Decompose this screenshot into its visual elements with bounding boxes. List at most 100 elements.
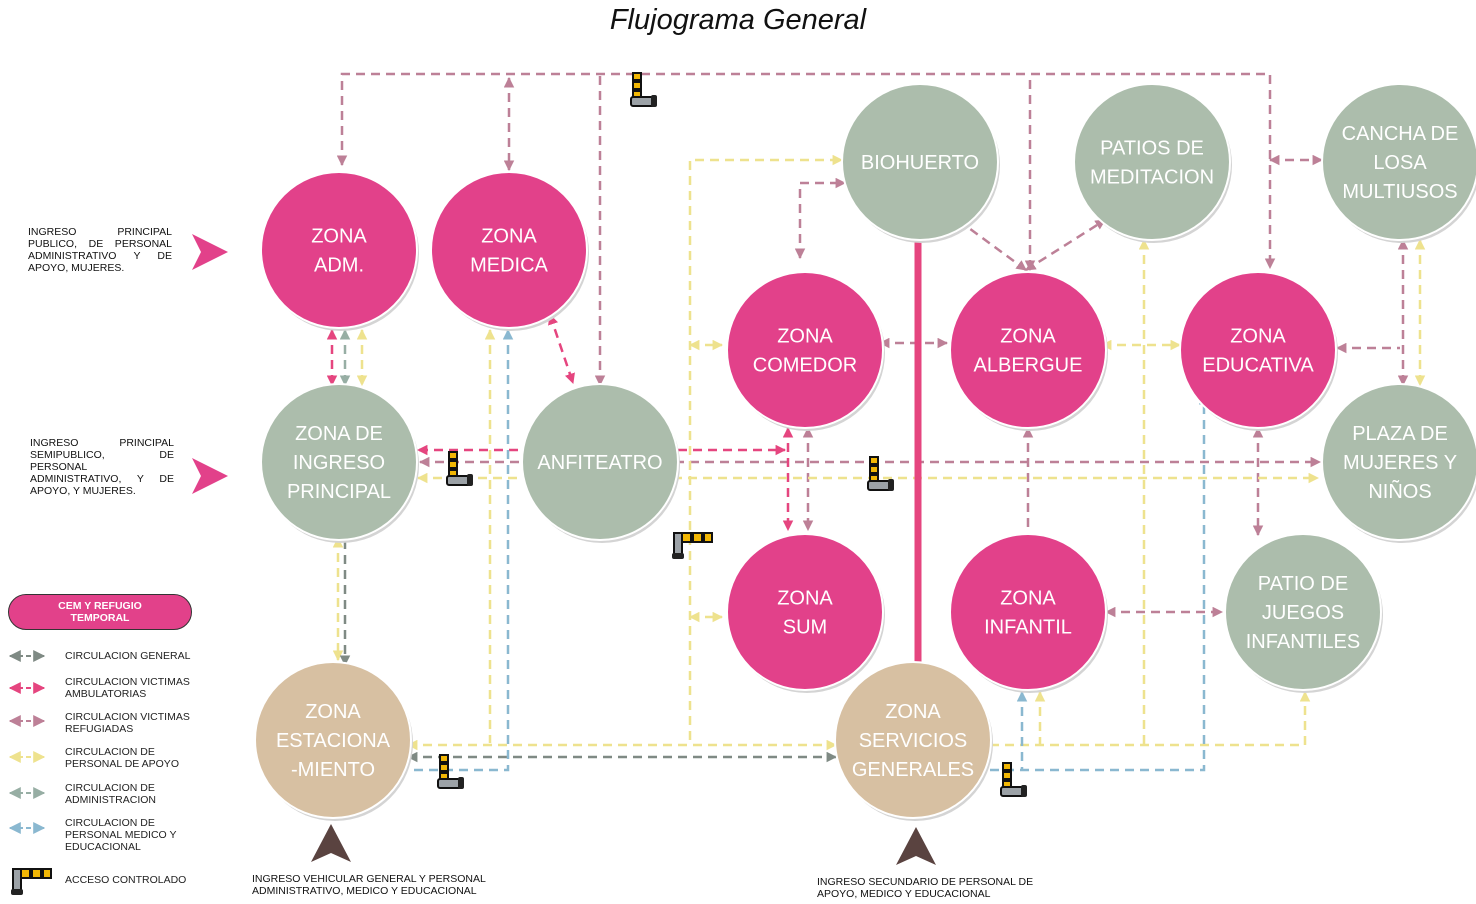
node-label: JUEGOS <box>1262 602 1344 624</box>
node-label: INFANTIL <box>984 617 1072 639</box>
entry-arrow-publico <box>192 234 228 270</box>
legend-lines <box>8 650 46 834</box>
node-label: COMEDOR <box>753 355 857 377</box>
note-ingreso-semipublico: INGRESO PRINCIPAL SEMIPUBLICO, DE PERSON… <box>30 437 174 497</box>
link-refugiadas-top <box>336 72 1276 270</box>
page-title: Flujograma General <box>609 4 867 36</box>
node-circle <box>834 661 992 819</box>
link-medico-medica-estac <box>410 328 514 772</box>
node-circle <box>1073 83 1231 241</box>
node-label: ZONA <box>777 326 833 348</box>
node-label: PLAZA DE <box>1352 423 1448 445</box>
node-label: ALBERGUE <box>974 355 1083 377</box>
node-anfiteatro: ANFITEATRO <box>521 383 680 543</box>
link-apoyo-servicios-patio <box>990 690 1311 747</box>
legend-label-ambulatorias: CIRCULACION VICTIMAS AMBULATORIAS <box>65 676 190 700</box>
node-servicios: ZONA SERVICIOS GENERALES <box>834 661 993 821</box>
link-apoyo-main-spine <box>688 154 844 740</box>
node-label: ADM. <box>314 255 364 277</box>
node-circle <box>841 83 999 241</box>
node-circle <box>1179 271 1337 429</box>
entry-arrow-secundario <box>896 827 936 865</box>
node-label: LOSA <box>1373 152 1427 174</box>
node-adm: ZONA ADM. <box>260 171 419 331</box>
link-medico-servicios-educativa <box>990 393 1210 772</box>
node-circle <box>260 171 418 329</box>
barrier-icon <box>11 868 52 895</box>
node-patio-juegos: PATIO DE JUEGOS INFANTILES <box>1224 533 1383 693</box>
node-label: ZONA <box>1000 588 1056 610</box>
node-label: EDUCATIVA <box>1202 355 1314 377</box>
entry-arrow-semipublico <box>192 458 228 494</box>
note-ingreso-publico: INGRESO PRINCIPAL PUBLICO, DE PERSONAL A… <box>28 226 172 274</box>
node-circle <box>726 271 884 429</box>
barriers <box>11 72 1027 895</box>
node-sum: ZONA SUM <box>726 533 885 693</box>
node-medica: ZONA MEDICA <box>430 171 589 331</box>
node-label: MEDICA <box>470 255 548 277</box>
node-circle <box>521 383 679 541</box>
legend-label-general: CIRCULACION GENERAL <box>65 650 191 662</box>
node-label: ZONA <box>1000 326 1056 348</box>
node-label: ZONA <box>311 226 367 248</box>
legend-label-apoyo: CIRCULACION DE PERSONAL DE APOYO <box>65 746 179 770</box>
node-circle <box>949 533 1107 691</box>
node-biohuerto: BIOHUERTO <box>841 83 1000 243</box>
node-circle <box>949 271 1107 429</box>
node-label: ZONA <box>885 701 941 723</box>
node-ingreso: ZONA DE INGRESO PRINCIPAL <box>260 383 419 543</box>
barrier-icon <box>446 451 473 486</box>
node-label: CANCHA DE <box>1342 123 1459 145</box>
legend-badge-label: CEM Y REFUGIO TEMPORAL <box>58 600 142 624</box>
link-refugiadas-albergue-patios <box>1025 218 1106 272</box>
node-label: ZONA <box>305 701 361 723</box>
node-label: PRINCIPAL <box>287 481 391 503</box>
node-label: BIOHUERTO <box>861 152 979 174</box>
node-circle <box>1321 83 1476 241</box>
node-educativa: ZONA EDUCATIVA <box>1179 271 1338 431</box>
entry-arrows <box>192 234 936 865</box>
barrier-icon <box>630 72 657 107</box>
note-ingreso-secundario: INGRESO SECUNDARIO DE PERSONAL DE APOYO,… <box>817 876 1034 900</box>
barrier-icon <box>1000 762 1027 797</box>
note-ingreso-vehicular: INGRESO VEHICULAR GENERAL Y PERSONAL ADM… <box>252 873 486 897</box>
node-label: -MIENTO <box>291 759 375 781</box>
node-label: ZONA DE <box>295 423 383 445</box>
node-label: INFANTILES <box>1246 631 1360 653</box>
barrier-icon <box>672 532 713 559</box>
legend-label-refugiadas: CIRCULACION VICTIMAS REFUGIADAS <box>65 711 190 735</box>
node-infantil: ZONA INFANTIL <box>949 533 1108 693</box>
legend-badge: CEM Y REFUGIO TEMPORAL <box>8 594 192 630</box>
node-label: MULTIUSOS <box>1342 181 1457 203</box>
node-comedor: ZONA COMEDOR <box>726 271 885 431</box>
node-label: NIÑOS <box>1368 479 1431 503</box>
zone-nodes: ZONA ADM. ZONA MEDICA ZONA DE INGRESO PRINCIPA… <box>254 83 1476 821</box>
node-label: MEDITACION <box>1090 167 1214 189</box>
node-label: ZONA <box>777 588 833 610</box>
node-circle <box>726 533 884 691</box>
node-cancha: CANCHA DE LOSA MULTIUSOS <box>1321 83 1476 243</box>
barrier-icon <box>437 754 464 789</box>
node-label: SERVICIOS <box>859 730 968 752</box>
entry-arrow-vehicular <box>311 824 351 862</box>
node-circle <box>1224 533 1382 691</box>
node-label: ZONA <box>1230 326 1286 348</box>
node-label: ZONA <box>481 226 537 248</box>
node-label: GENERALES <box>852 759 974 781</box>
node-albergue: ZONA ALBERGUE <box>949 271 1108 431</box>
link-refugiadas-comedor-biohuerto <box>794 177 847 260</box>
node-label: PATIO DE <box>1258 573 1348 595</box>
legend-label-acceso: ACCESO CONTROLADO <box>65 874 187 886</box>
node-circle <box>260 383 418 541</box>
legend-label-administracion: CIRCULACION DE ADMINISTRACION <box>65 782 157 806</box>
node-circle <box>1321 383 1476 541</box>
barrier-icon <box>867 456 894 491</box>
legend-label-medico: CIRCULACION DE PERSONAL MEDICO Y EDUCACI… <box>65 817 177 853</box>
node-circle <box>430 171 588 329</box>
node-label: INGRESO <box>293 452 385 474</box>
node-label: SUM <box>783 617 827 639</box>
node-circle <box>254 661 412 819</box>
